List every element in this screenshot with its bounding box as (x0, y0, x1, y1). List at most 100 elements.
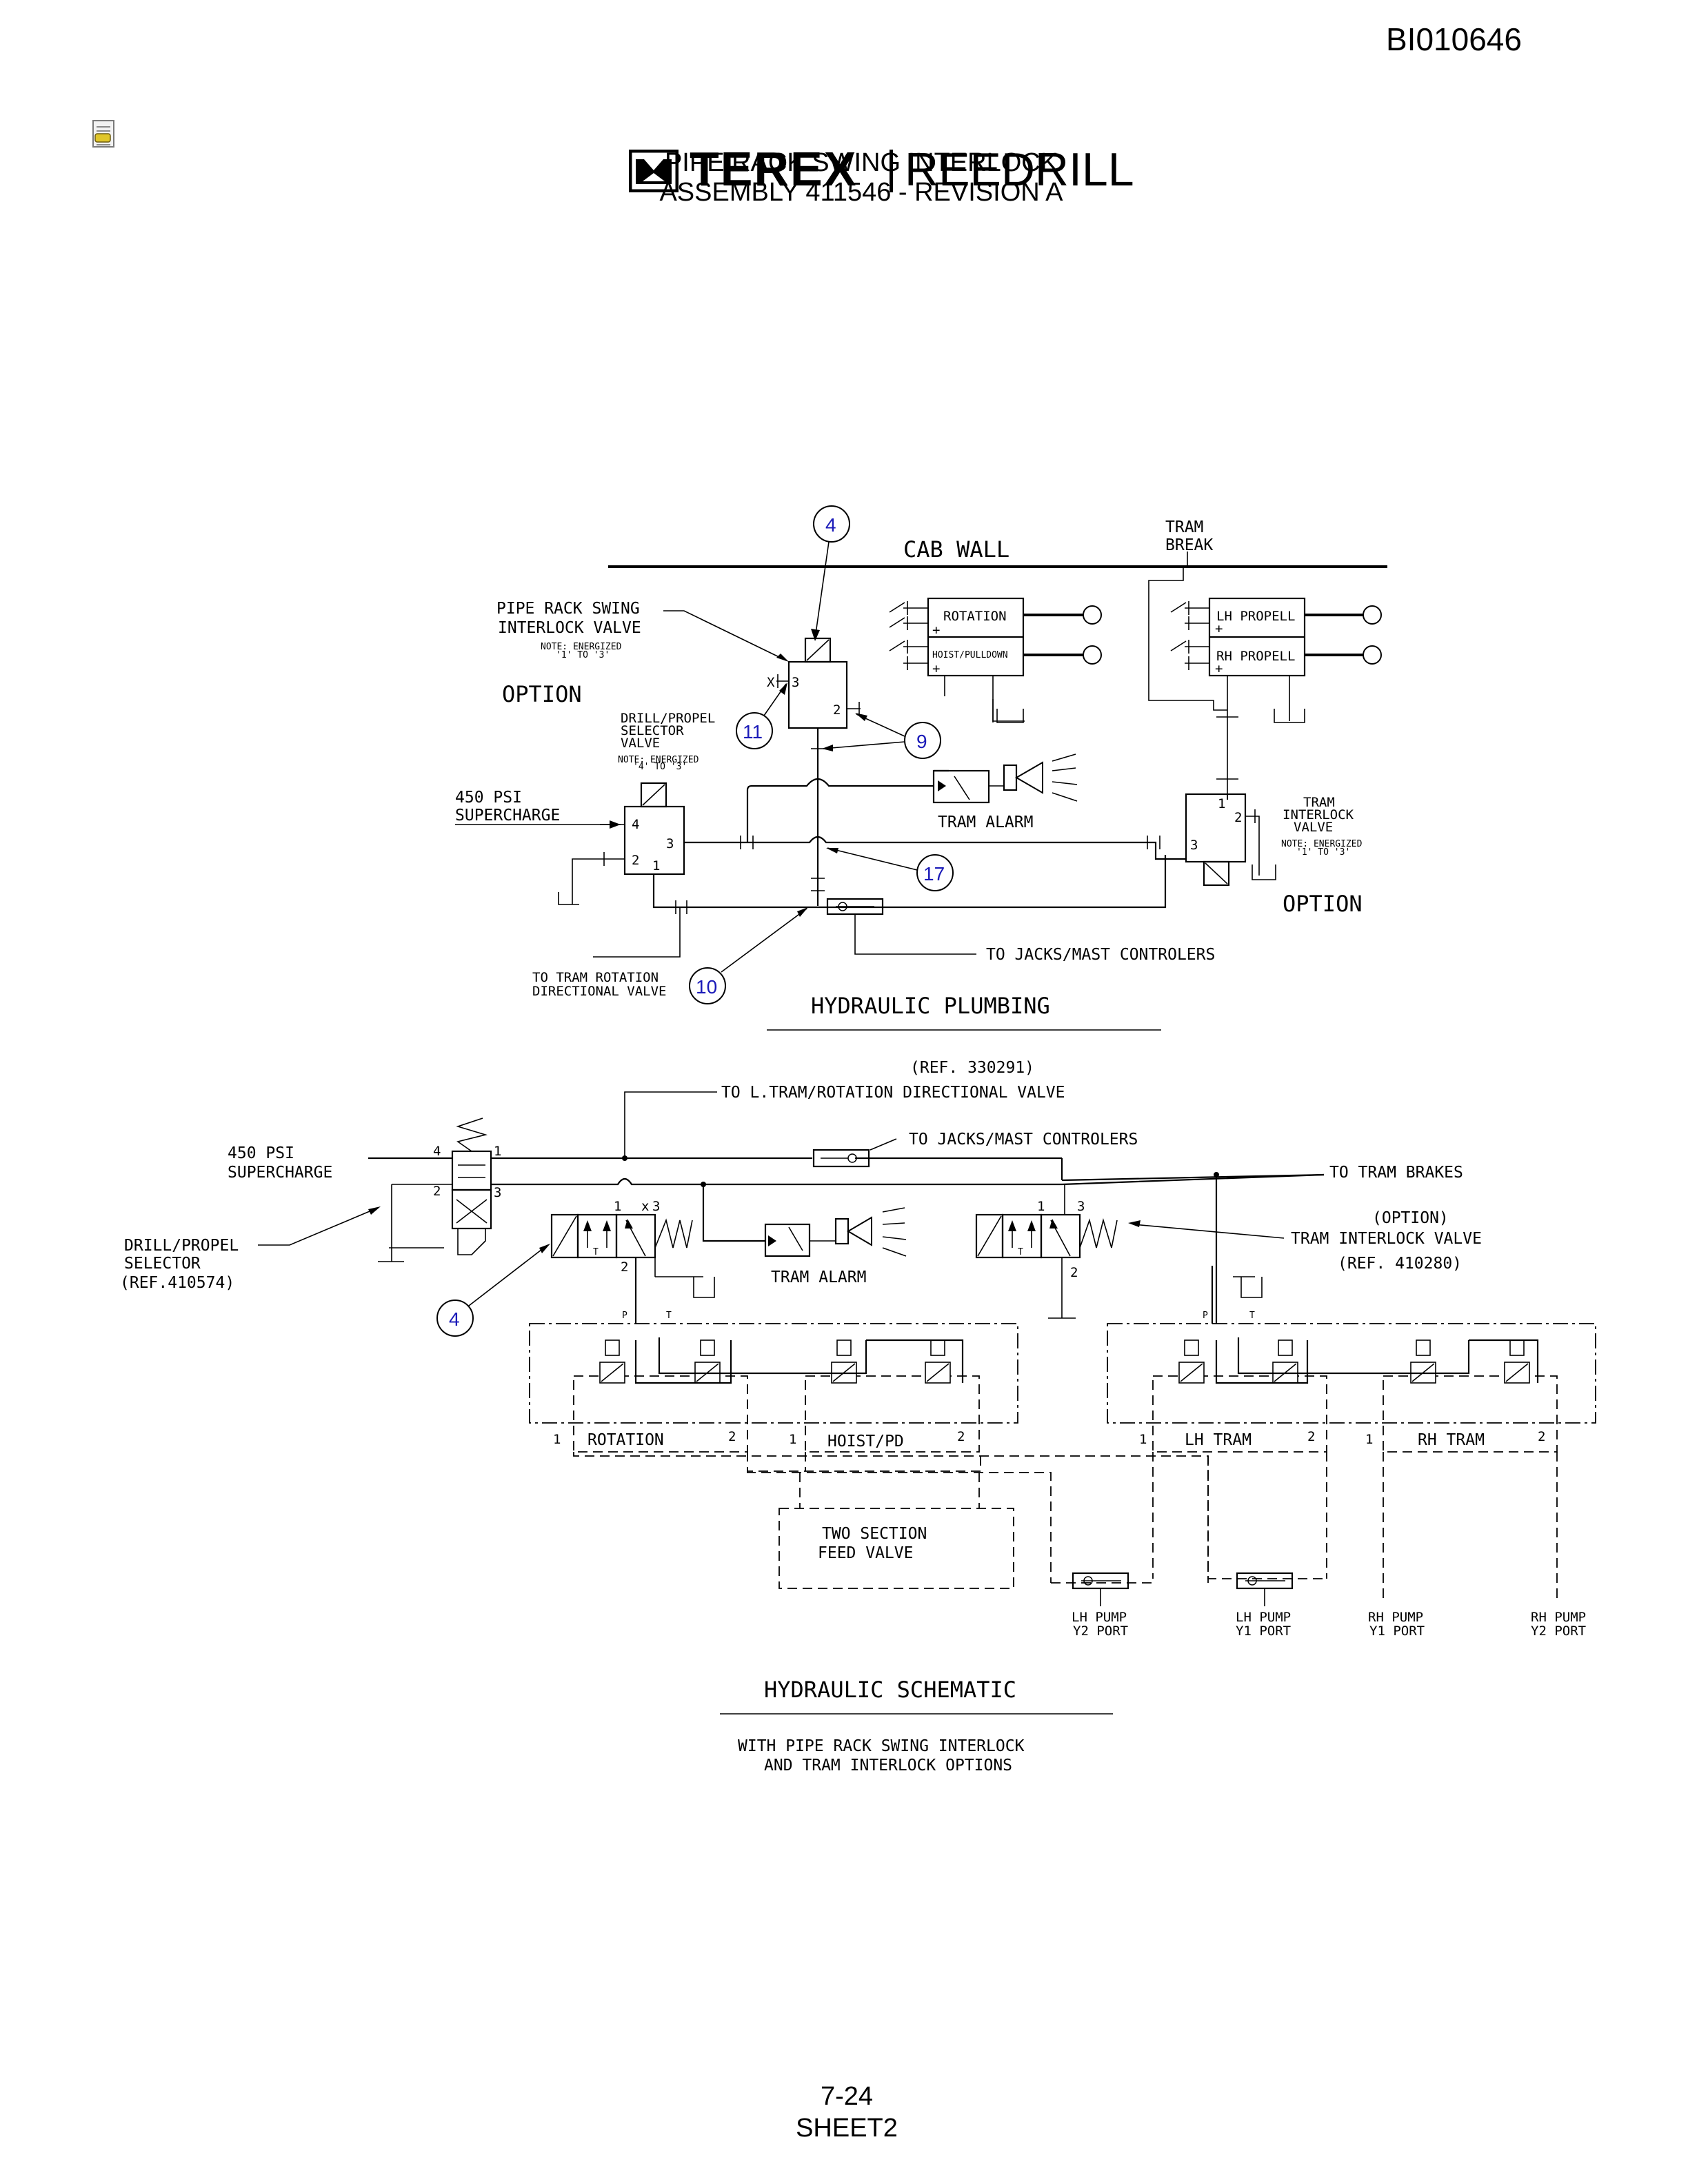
tram-break-label-1: TRAM (1165, 518, 1203, 536)
tram-alarm-switch (932, 769, 990, 804)
drill-propel-schematic-2: SELECTOR (124, 1255, 201, 1273)
document-id: BI010646 (1386, 21, 1522, 57)
left-valve-stack-outline (529, 1323, 1018, 1424)
svg-text:3: 3 (1190, 838, 1198, 853)
callout-9 (904, 722, 941, 759)
tram-interlock-label-1: TRAM (1303, 795, 1335, 810)
tram-alarm-schematic-label: TRAM ALARM (771, 1268, 866, 1286)
port-lh-y1-2: Y1 PORT (1236, 1624, 1291, 1639)
option-left-label: OPTION (502, 681, 582, 707)
tram-interlock-note-2: '1' TO '3' (1296, 847, 1350, 858)
svg-text:T: T (593, 1247, 599, 1257)
drill-propel-schematic-1: DRILL/PROPEL (124, 1237, 239, 1255)
svg-text:4: 4 (433, 1144, 441, 1159)
to-tram-brakes-label: TO TRAM BRAKES (1329, 1164, 1463, 1182)
feed-valve-label-1: TWO SECTION (822, 1525, 927, 1543)
tram-alarm-horn-icon (1015, 761, 1043, 794)
svg-text:T: T (666, 1311, 672, 1321)
brand-terex: TEREX (690, 142, 858, 196)
svg-text:T: T (1249, 1311, 1255, 1321)
svg-text:+: + (1215, 661, 1223, 676)
schematic-pipe-rack-right (615, 1213, 656, 1259)
right-valve-stack-outline (1107, 1323, 1596, 1424)
port-lh-y2-1: LH PUMP (1072, 1610, 1127, 1625)
port-rh-y1-1: RH PUMP (1368, 1610, 1423, 1625)
pipe-rack-note-1: NOTE: ENERGIZED (541, 642, 622, 652)
terex-logo-icon (629, 150, 679, 192)
selector-valve-top (451, 1150, 492, 1191)
pipe-rack-valve-body (787, 660, 848, 729)
pipe-rack-label-1: PIPE RACK SWING (496, 600, 640, 618)
cab-wall-label: CAB WALL (903, 536, 1009, 563)
drill-propel-note-2: '4' TO '3' (633, 762, 687, 772)
tram-interlock-schematic-label: TRAM INTERLOCK VALVE (1291, 1230, 1482, 1248)
schematic-tram-interlock-right (1040, 1213, 1081, 1259)
schematic-tram-alarm-switch (764, 1223, 811, 1257)
callout-4-plumbing (813, 505, 850, 543)
svg-text:x: x (641, 1199, 649, 1214)
ref-330291-label: (REF. 330291) (910, 1059, 1034, 1077)
callout-17 (916, 854, 954, 891)
drill-propel-schematic-3: (REF.410574) (120, 1274, 234, 1292)
brand-header: TEREX REEDRILL (0, 72, 1688, 196)
tram-interlock-label-2: INTERLOCK (1283, 807, 1354, 822)
svg-text:2: 2 (833, 702, 841, 718)
callout-11 (736, 712, 773, 749)
svg-text:2: 2 (728, 1429, 736, 1444)
pipe-rack-note-2: '1' TO '3' (556, 650, 610, 660)
supercharge-plumbing-1: 450 PSI (455, 789, 522, 807)
to-l-tram-label: TO L.TRAM/ROTATION DIRECTIONAL VALVE (721, 1084, 1065, 1102)
svg-text:3: 3 (494, 1185, 501, 1200)
plumbing-section-title: HYDRAULIC PLUMBING (811, 993, 1050, 1019)
svg-text:3: 3 (1077, 1199, 1085, 1214)
callout-4-leader (814, 541, 830, 639)
rotation-lever-knob (1083, 605, 1102, 625)
svg-text:2: 2 (957, 1429, 965, 1444)
port-rh-y2-1: RH PUMP (1531, 1610, 1586, 1625)
svg-text:1: 1 (1218, 796, 1225, 811)
svg-text:1: 1 (652, 858, 660, 873)
schematic-horn-icon (847, 1216, 872, 1246)
section-hoist-pd-label: HOIST/PD (827, 1433, 904, 1450)
svg-text:1: 1 (553, 1432, 561, 1447)
option-right-label: OPTION (1283, 891, 1363, 917)
tram-interlock-note-1: NOTE: ENERGIZED (1281, 839, 1363, 849)
drill-propel-label-1: DRILL/PROPEL (621, 711, 715, 726)
lh-propell-knob (1363, 605, 1382, 625)
ref-410280-label: (REF. 410280) (1338, 1255, 1462, 1273)
document-icon[interactable] (91, 119, 119, 150)
brand-divider (890, 150, 893, 192)
to-jacks-schematic-label: TO JACKS/MAST CONTROLERS (909, 1131, 1138, 1149)
drill-propel-label-2: SELECTOR (621, 723, 684, 738)
svg-text:+: + (932, 623, 940, 638)
rotation-label: ROTATION (943, 609, 1007, 624)
callout-11-label: 11 (743, 721, 763, 742)
port-rh-y1-2: Y1 PORT (1369, 1624, 1425, 1639)
feed-valve-outline (778, 1508, 1014, 1589)
svg-text:P: P (1203, 1311, 1208, 1321)
schematic-subtitle-2: AND TRAM INTERLOCK OPTIONS (764, 1757, 1012, 1775)
svg-text:4: 4 (632, 817, 639, 832)
svg-text:1: 1 (1139, 1432, 1147, 1447)
sheet-label: SHEET2 (796, 2114, 898, 2143)
svg-text:P: P (622, 1311, 627, 1321)
feed-valve-label-2: FEED VALVE (818, 1544, 913, 1562)
tram-break-label-2: BREAK (1165, 536, 1213, 554)
svg-text:1: 1 (1365, 1432, 1373, 1447)
option-schematic-label: (OPTION) (1372, 1209, 1449, 1227)
tram-interlock-label-3: VALVE (1294, 820, 1333, 835)
section-rh-tram-label: RH TRAM (1418, 1431, 1485, 1449)
section-rotation-label: ROTATION (587, 1431, 664, 1449)
schematic-diagram: (REF. 330291) TO L.TRAM/ROTATION DIRECTI… (120, 1059, 1596, 1775)
svg-text:2: 2 (632, 853, 639, 868)
svg-text:2: 2 (433, 1184, 441, 1199)
drill-propel-note-1: NOTE: ENERGIZED (618, 755, 699, 765)
svg-text:2: 2 (621, 1260, 628, 1275)
svg-text:1: 1 (789, 1432, 796, 1447)
pipe-rack-solenoid (804, 637, 832, 663)
svg-text:2: 2 (1538, 1429, 1545, 1444)
supercharge-schematic-2: SUPERCHARGE (228, 1164, 332, 1182)
callout-4-plumbing-label: 4 (825, 514, 836, 536)
callout-9-label: 9 (916, 731, 927, 752)
lh-tram-section-outline (1152, 1375, 1327, 1453)
